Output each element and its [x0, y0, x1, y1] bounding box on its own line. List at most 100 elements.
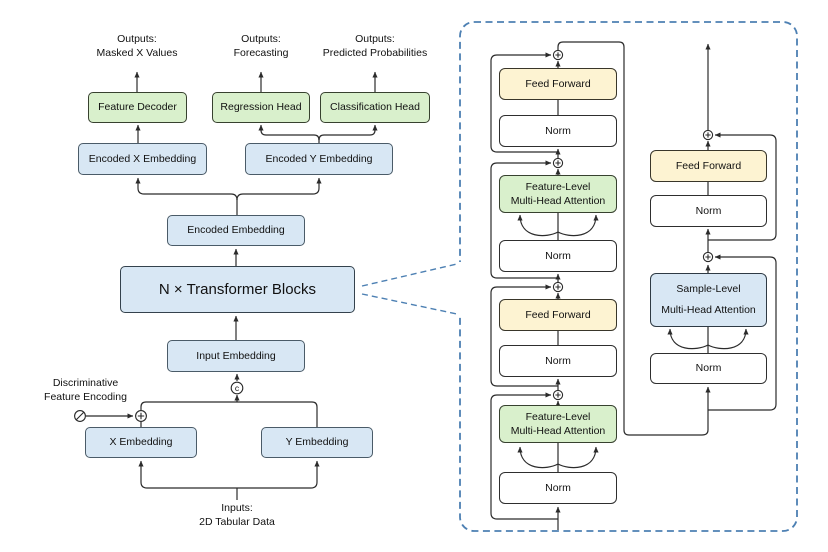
callout-border-gap [454, 262, 465, 316]
feature-level-attention-box: Feature-Level Multi-Head Attention [499, 175, 617, 213]
encoded-y-embedding-label: Encoded Y Embedding [265, 152, 373, 165]
add-icon [552, 281, 564, 293]
feed-forward-box: Feed Forward [499, 299, 617, 331]
norm-label: Norm [545, 481, 571, 494]
regression-head-box: Regression Head [212, 92, 310, 123]
operator-glyphs: c [74, 49, 714, 422]
inputs-label-line1: Inputs: [221, 502, 253, 514]
ency-fork-right [318, 124, 378, 141]
transformer-blocks-label: N × Transformer Blocks [158, 280, 317, 298]
encemb-fork-right [236, 177, 322, 201]
output-label-line1: Outputs: [241, 33, 281, 45]
add-icon [702, 129, 714, 141]
output-label-line2: Predicted Probabilities [322, 46, 428, 59]
x-embedding-box: X Embedding [85, 427, 197, 458]
norm-box: Norm [499, 240, 617, 272]
y-embedding-box: Y Embedding [261, 427, 373, 458]
callout-group [361, 21, 798, 532]
sample-attention-line1: Sample-Level [676, 283, 741, 295]
residual-skip-fmha2 [490, 392, 558, 520]
add-icon [552, 49, 564, 61]
feature-attention-line1: Feature-Level [525, 181, 591, 193]
add-icon [702, 251, 714, 263]
residual-skip-smha [708, 254, 777, 411]
concat-symbol-text: c [235, 383, 240, 393]
pipeline-wires [86, 71, 378, 500]
qkv-arc-left-smha [667, 328, 709, 350]
feed-forward-box: Feed Forward [499, 68, 617, 100]
output-label-forecasting: Outputs: Forecasting [191, 33, 331, 60]
discriminative-label-line1: Discriminative [52, 377, 119, 389]
inputs-fork-left [138, 460, 237, 489]
callout-line-bottom [361, 293, 458, 315]
qkv-arc-right-smha [707, 328, 749, 350]
output-label-line1: Outputs: [355, 33, 395, 45]
inputs-label-line2: 2D Tabular Data [199, 515, 275, 528]
inputs-fork-right [237, 460, 320, 489]
encoded-x-embedding-label: Encoded X Embedding [88, 152, 197, 165]
sample-attention-line2: Multi-Head Attention [661, 304, 756, 316]
output-label-masked-x: Outputs: Masked X Values [67, 33, 207, 60]
norm-box: Norm [650, 353, 767, 384]
output-label-probabilities: Outputs: Predicted Probabilities [305, 33, 445, 60]
feature-decoder-label: Feature Decoder [98, 101, 177, 113]
add-icon [552, 157, 564, 169]
qkv-arc-right-fmha2 [557, 446, 599, 469]
residual-skip-ff1 [490, 52, 558, 153]
detail-left-stack-wires [490, 41, 711, 530]
feature-attention-line2: Multi-Head Attention [510, 425, 606, 437]
qkv-arc-left-fmha2 [517, 446, 559, 469]
encoded-x-embedding-box: Encoded X Embedding [78, 143, 207, 175]
discriminative-feature-label: Discriminative Feature Encoding [28, 377, 143, 404]
regression-head-label: Regression Head [220, 101, 302, 113]
left-stack-to-right-stack-route [557, 41, 711, 436]
norm-label: Norm [545, 249, 571, 262]
input-embedding-label: Input Embedding [196, 349, 276, 362]
encoded-embedding-box: Encoded Embedding [167, 215, 305, 246]
norm-box: Norm [499, 115, 617, 147]
norm-box: Norm [650, 195, 767, 227]
feed-forward-label: Feed Forward [675, 159, 742, 172]
encoded-embedding-label: Encoded Embedding [187, 224, 285, 236]
x-embedding-label: X Embedding [109, 436, 173, 448]
concat-icon: c [230, 381, 244, 395]
add-icon [552, 389, 564, 401]
output-label-line1: Outputs: [117, 33, 157, 45]
transformer-blocks-box: N × Transformer Blocks [120, 266, 355, 313]
feature-decoder-box: Feature Decoder [88, 92, 187, 123]
residual-skip-ff3 [708, 132, 777, 241]
norm-box: Norm [499, 345, 617, 377]
qkv-arc-left-fmha1 [517, 214, 559, 237]
encoded-y-embedding-box: Encoded Y Embedding [245, 143, 393, 175]
classification-head-label: Classification Head [330, 101, 420, 113]
circle-slash-icon [74, 410, 86, 422]
detail-right-stack-wires [667, 43, 777, 411]
feature-attention-line2: Multi-Head Attention [510, 195, 606, 207]
ency-fork-left [258, 124, 320, 141]
add-icon [135, 410, 147, 422]
discriminative-label-line2: Feature Encoding [44, 390, 127, 403]
norm-label: Norm [545, 124, 571, 137]
y-embedding-label: Y Embedding [285, 436, 349, 448]
norm-label: Norm [545, 354, 571, 367]
feature-attention-line1: Feature-Level [525, 411, 591, 423]
feed-forward-label: Feed Forward [525, 77, 591, 90]
norm-label: Norm [695, 204, 722, 217]
feature-level-attention-box: Feature-Level Multi-Head Attention [499, 405, 617, 443]
inputs-label: Inputs: 2D Tabular Data [167, 502, 307, 529]
output-label-line2: Masked X Values [96, 46, 178, 59]
residual-skip-ff2 [490, 284, 558, 387]
feed-forward-label: Feed Forward [525, 308, 591, 321]
qkv-arc-right-fmha1 [557, 214, 599, 237]
residual-skip-fmha1 [490, 160, 558, 279]
norm-label: Norm [695, 362, 722, 374]
feed-forward-box: Feed Forward [650, 150, 767, 182]
norm-box: Norm [499, 472, 617, 504]
encemb-fork-left [135, 177, 238, 201]
output-label-line2: Forecasting [233, 46, 289, 59]
classification-head-box: Classification Head [320, 92, 430, 123]
input-embedding-box: Input Embedding [167, 340, 305, 372]
sample-level-attention-box: Sample-Level Multi-Head Attention [650, 273, 767, 327]
